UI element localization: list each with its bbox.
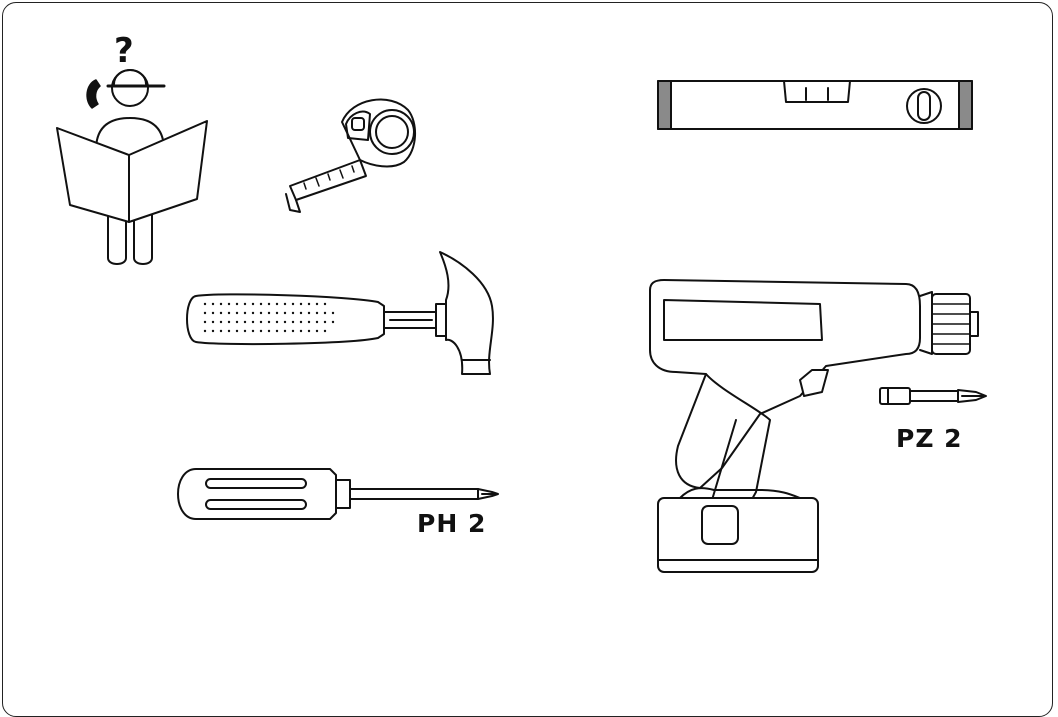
spirit-level-icon <box>657 80 973 130</box>
screwdriver-icon: PH 2 <box>177 468 499 538</box>
drill-bit-size-label: PZ 2 <box>896 424 963 453</box>
phone-icon <box>86 79 101 109</box>
person-reading-instructions-icon: ? <box>56 31 208 265</box>
screwdriver-size-label: PH 2 <box>417 509 486 538</box>
cordless-drill-icon <box>649 279 979 573</box>
help-question-mark: ? <box>114 31 134 71</box>
drill-bit-icon: PZ 2 <box>879 387 987 453</box>
hammer-icon <box>186 251 494 375</box>
tape-measure-icon <box>285 98 416 213</box>
